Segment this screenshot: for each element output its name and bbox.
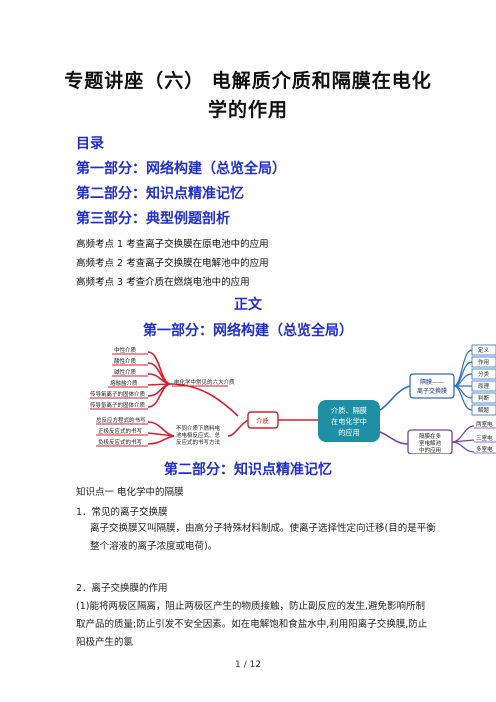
center-label-3: 的应用 [338,428,360,437]
equation-label-3: 反应式的书写方法 [176,438,221,446]
item2-heading: 2．离子交换膜的作用 [76,583,168,594]
key-point-2: 高频考点 2 考查离子交换膜在电解池中的应用 [76,258,269,269]
section2-heading: 第二部分：知识点精准记忆 [164,462,332,478]
key-point-3: 高频考点 3 考查介质在燃烧电池中的应用 [76,277,250,288]
doc-title-line2: 学的作用 [207,99,288,121]
left-branch-media [147,351,239,417]
left-branch-media-items: 中性介质 酸性介质 碱性介质 熔融盐介质 传导氧离子的固体介质 传导氢离子的固体… [90,346,235,410]
toc-heading: 目录 [76,136,104,152]
multi-chamber-label-3: 中的应用 [419,446,441,454]
membrane-item-6: 解题 [478,406,490,414]
equation-item-1: 总反应方程式的书写 [96,416,146,424]
membrane-item-4: 原理 [478,383,490,390]
equation-label-1: 不同介质下燃料电 [176,424,221,432]
equation-item-3: 负极反应式的书写 [98,438,143,446]
multi-chamber-item-3: 多室电 [476,445,493,453]
membrane-item-3: 分类 [478,370,490,378]
medium-item-4: 熔融盐介质 [110,379,138,387]
toc-part-1[interactable]: 第一部分：网络构建（总览全局） [76,161,286,177]
center-label-2: 在电化学中 [331,417,367,426]
medium-item-3: 碱性介质 [114,368,137,376]
center-label-1: 介质、隔膜 [331,406,367,415]
medium-node-label: 介质 [256,416,270,425]
medium-item-5: 传导氧离子的固体介质 [90,390,146,398]
membrane-item-1: 定义 [478,346,490,354]
medium-item-6: 传导氢离子的固体介质 [90,401,146,409]
toc-part-2[interactable]: 第二部分：知识点精准记忆 [76,186,244,202]
equation-label-2: 池电极反应式、总 [176,431,221,439]
membrane-label-2: 离子交换膜 [417,387,447,395]
medium-group-label: 电化学中常见的六大介质 [174,378,235,386]
membrane-item-2: 作用 [478,358,489,366]
item1-heading: 1．常见的离子交换膜 [76,507,168,518]
item2-paragraph: (1)能将两极区隔离，阻止两极区产生的物质接触，防止副反应的发生,避免影响所制取… [76,601,428,648]
doc-title-line1: 专题讲座（六） 电解质介质和隔膜在电化 [64,70,432,92]
section1-heading: 第一部分：网络构建（总览全局） [143,323,353,339]
toc-part-3[interactable]: 第三部分：典型例题剖析 [76,211,230,227]
medium-item-1: 中性介质 [114,346,137,354]
membrane-label-1: 隔膜—— [420,378,444,386]
membrane-item-5: 判断 [478,394,490,402]
mind-map: 中性介质 酸性介质 碱性介质 熔融盐介质 传导氧离子的固体介质 传导氢离子的固体… [90,344,496,454]
left-branch-equations [147,419,249,445]
multi-chamber-item-1: 两室电 [476,420,493,428]
multi-chamber-label-2: 室电解池 [419,439,442,447]
center-node [318,400,380,442]
key-point-1: 高频考点 1 考查离子交换膜在原电池中的应用 [76,239,269,250]
main-heading: 正文 [234,297,262,313]
medium-item-2: 酸性介质 [114,357,137,365]
page-number: 1 / 12 [235,660,261,670]
equation-item-2: 正极反应式的书写 [98,427,143,435]
multi-chamber-item-2: 三室电 [476,434,493,442]
item1-paragraph: 离子交换膜又叫隔膜，由高分子特殊材料制成。使离子选择性定向迁移(目的是平衡整个溶… [90,523,436,552]
knowledge-point-title: 知识点一 电化学中的隔膜 [76,487,184,498]
multi-chamber-label-1: 隔膜在多 [419,432,442,440]
